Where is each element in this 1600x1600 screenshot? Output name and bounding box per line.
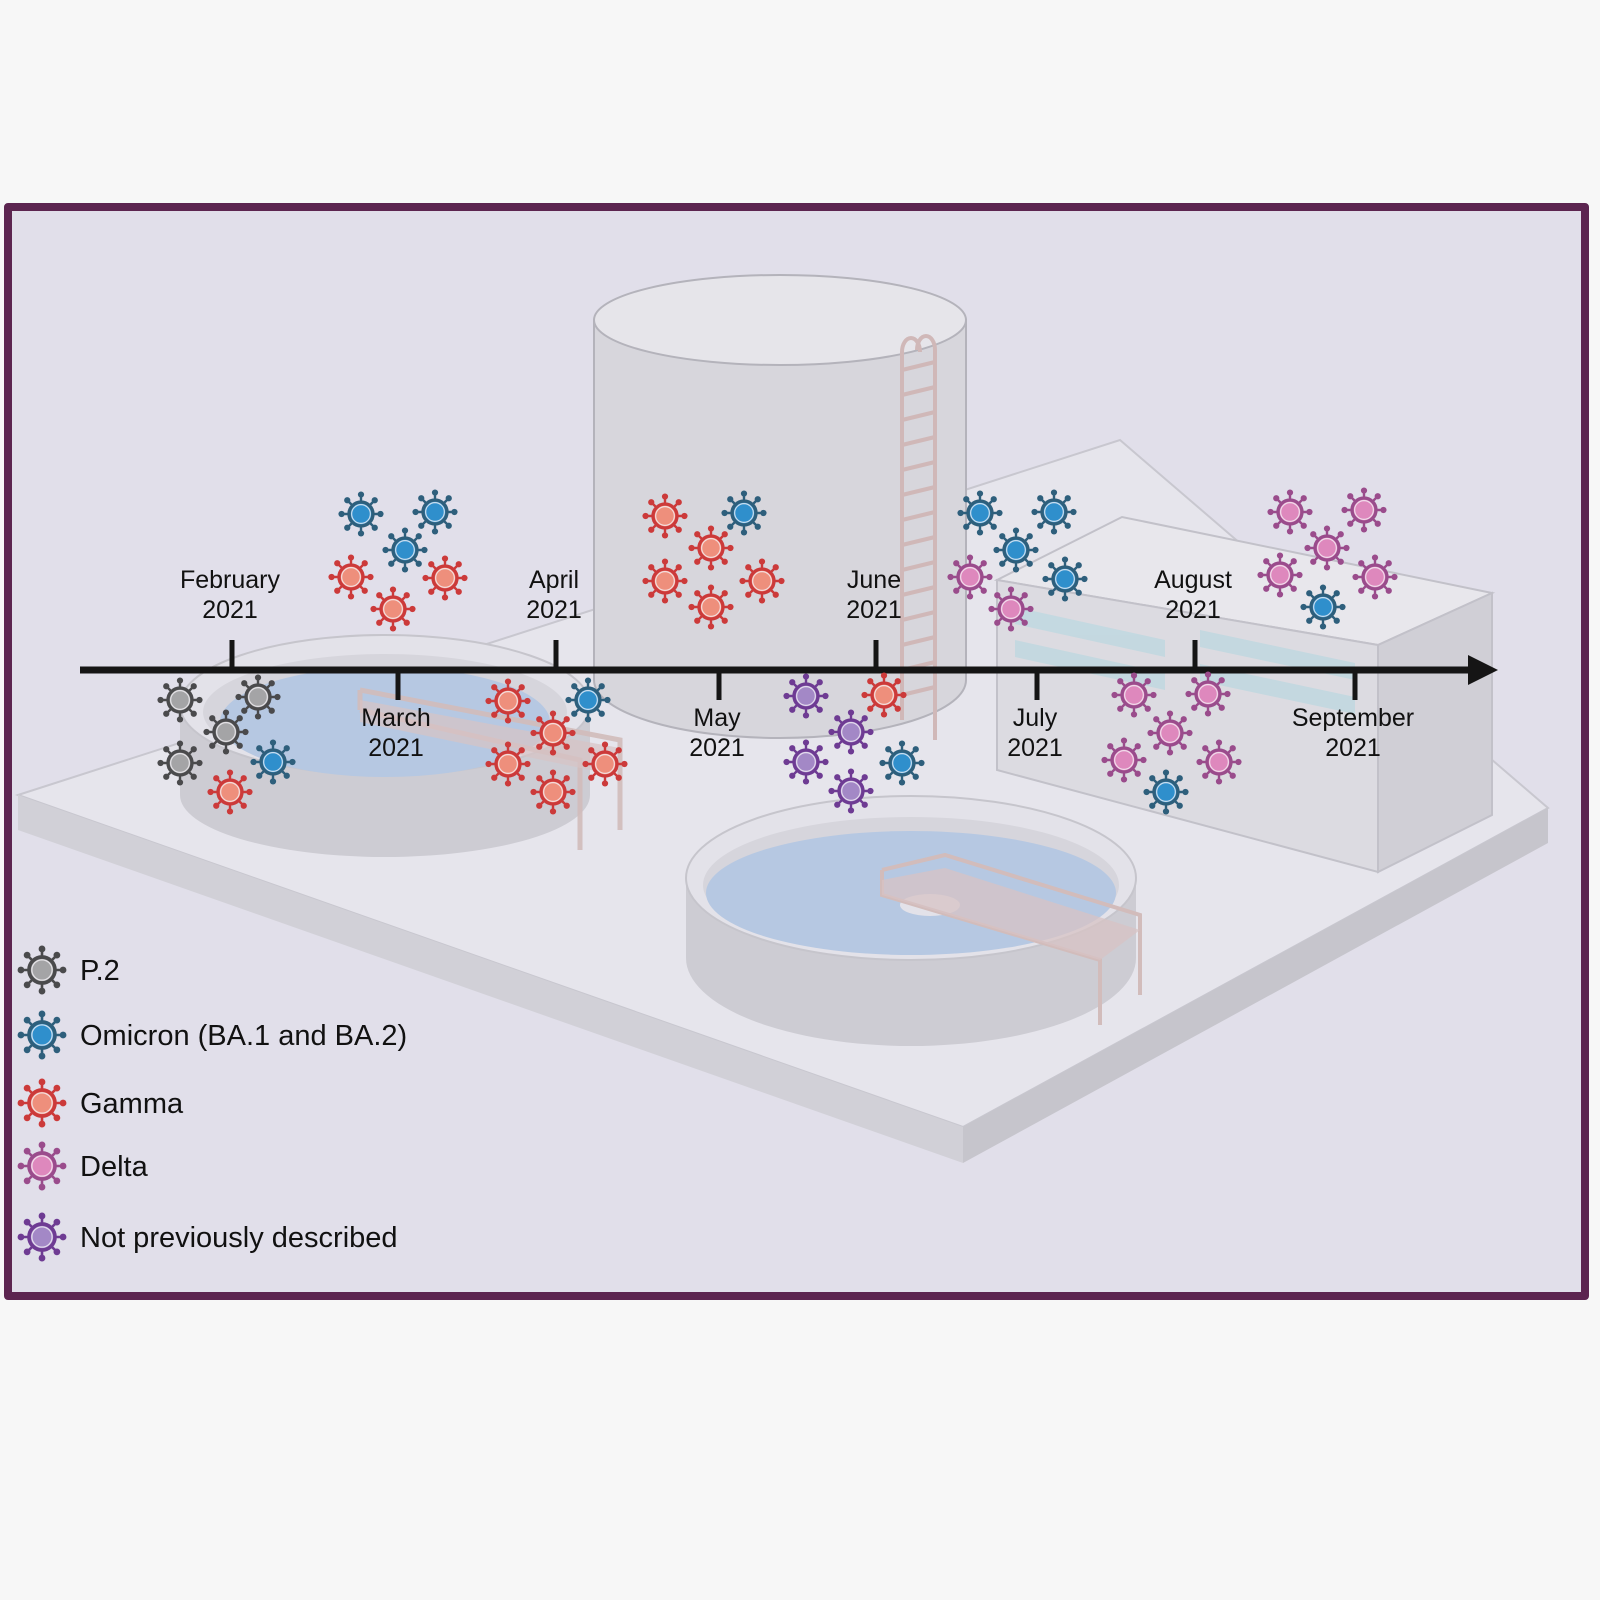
virus-gamma-icon	[739, 558, 785, 604]
virus-gamma-icon	[207, 769, 253, 815]
year-label-may: 2021	[689, 734, 745, 762]
year-label-mar: 2021	[368, 734, 424, 762]
legend-p2-icon	[17, 945, 67, 995]
legend-item-delta: Delta	[17, 1141, 149, 1191]
virus-gamma-icon	[688, 525, 734, 571]
virus-delta-icon	[1304, 525, 1350, 571]
virus-gamma-icon	[688, 584, 734, 630]
virus-gamma-icon	[530, 710, 576, 756]
virus-omicron-icon	[721, 490, 767, 536]
virus-gamma-icon	[328, 554, 374, 600]
legend-label: Gamma	[80, 1088, 184, 1120]
virus-gamma-icon	[642, 558, 688, 604]
virus-delta-icon	[1341, 487, 1387, 533]
clarifier-tank-front	[685, 795, 1142, 1046]
virus-p2-icon	[157, 677, 203, 723]
month-label-sep: September	[1292, 704, 1414, 732]
year-label-apr: 2021	[526, 596, 582, 624]
virus-delta-icon	[1111, 672, 1157, 718]
legend-label: Delta	[80, 1151, 149, 1183]
virus-gamma-icon	[370, 586, 416, 632]
virus-gamma-icon	[530, 769, 576, 815]
virus-delta-icon	[1185, 671, 1231, 717]
virus-gamma-icon	[582, 741, 628, 787]
legend-label: Not previously described	[80, 1222, 398, 1254]
virus-delta-icon	[1196, 739, 1242, 785]
virus-delta-icon	[988, 586, 1034, 632]
legend-item-omicron: Omicron (BA.1 and BA.2)	[17, 1010, 407, 1060]
month-label-jun: June	[847, 566, 901, 594]
storage-tank	[593, 274, 967, 740]
cluster-mar	[328, 489, 468, 632]
virus-omicron-icon	[250, 739, 296, 785]
virus-p2-icon	[157, 740, 203, 786]
virus-omicron-icon	[1031, 489, 1077, 535]
cluster-may	[642, 490, 785, 630]
virus-gamma-icon	[485, 741, 531, 787]
virus-omicron-icon	[382, 527, 428, 573]
year-label-sep: 2021	[1325, 734, 1381, 762]
treatment-building	[993, 515, 1496, 874]
cluster-sep	[1257, 487, 1398, 630]
year-label-feb: 2021	[202, 596, 258, 624]
cluster-jul	[947, 489, 1088, 632]
legend-omicron-icon	[17, 1010, 67, 1060]
virus-omicron-icon	[338, 491, 384, 537]
virus-gamma-icon	[642, 493, 688, 539]
virus-gamma-icon	[422, 555, 468, 601]
virus-npd-icon	[783, 673, 829, 719]
virus-gamma-icon	[485, 678, 531, 724]
legend-gamma-icon	[17, 1078, 67, 1128]
virus-delta-icon	[1352, 554, 1398, 600]
virus-omicron-icon	[1143, 769, 1189, 815]
virus-omicron-icon	[993, 527, 1039, 573]
virus-delta-icon	[1101, 737, 1147, 783]
legend-delta-icon	[17, 1141, 67, 1191]
legend-label: P.2	[80, 955, 120, 987]
wastewater-plant-scene: February2021March2021April2021May2021Jun…	[14, 274, 1550, 1262]
legend-label: Omicron (BA.1 and BA.2)	[80, 1020, 407, 1052]
timeline-arrowhead	[1468, 655, 1498, 685]
cluster-feb	[157, 674, 296, 815]
virus-npd-icon	[783, 739, 829, 785]
virus-markers	[157, 487, 1398, 815]
month-label-mar: March	[361, 704, 430, 732]
cluster-aug	[1101, 671, 1242, 815]
month-label-aug: August	[1154, 566, 1232, 594]
virus-p2-icon	[203, 709, 249, 755]
year-label-jun: 2021	[846, 596, 902, 624]
cluster-apr	[485, 677, 628, 815]
virus-npd-icon	[828, 768, 874, 814]
virus-p2-icon	[235, 674, 281, 720]
month-label-may: May	[693, 704, 741, 732]
month-label-feb: February	[180, 566, 281, 594]
legend-item-gamma: Gamma	[17, 1078, 184, 1128]
year-label-jul: 2021	[1007, 734, 1063, 762]
legend-item-npd: Not previously described	[17, 1212, 398, 1262]
timeline: February2021March2021April2021May2021Jun…	[80, 566, 1498, 762]
cluster-jun	[783, 672, 925, 814]
virus-omicron-icon	[412, 489, 458, 535]
virus-omicron-icon	[1300, 584, 1346, 630]
virus-delta-icon	[1147, 710, 1193, 756]
virus-omicron-icon	[879, 740, 925, 786]
virus-omicron-icon	[565, 677, 611, 723]
legend-npd-icon	[17, 1212, 67, 1262]
virus-npd-icon	[828, 709, 874, 755]
year-label-aug: 2021	[1165, 596, 1221, 624]
month-label-jul: July	[1013, 704, 1058, 732]
virus-delta-icon	[1257, 552, 1303, 598]
legend-item-p2: P.2	[17, 945, 120, 995]
virus-omicron-icon	[957, 490, 1003, 536]
virus-omicron-icon	[1042, 556, 1088, 602]
virus-delta-icon	[1267, 489, 1313, 535]
virus-delta-icon	[947, 554, 993, 600]
virus-gamma-icon	[861, 672, 907, 718]
month-label-apr: April	[529, 566, 579, 594]
